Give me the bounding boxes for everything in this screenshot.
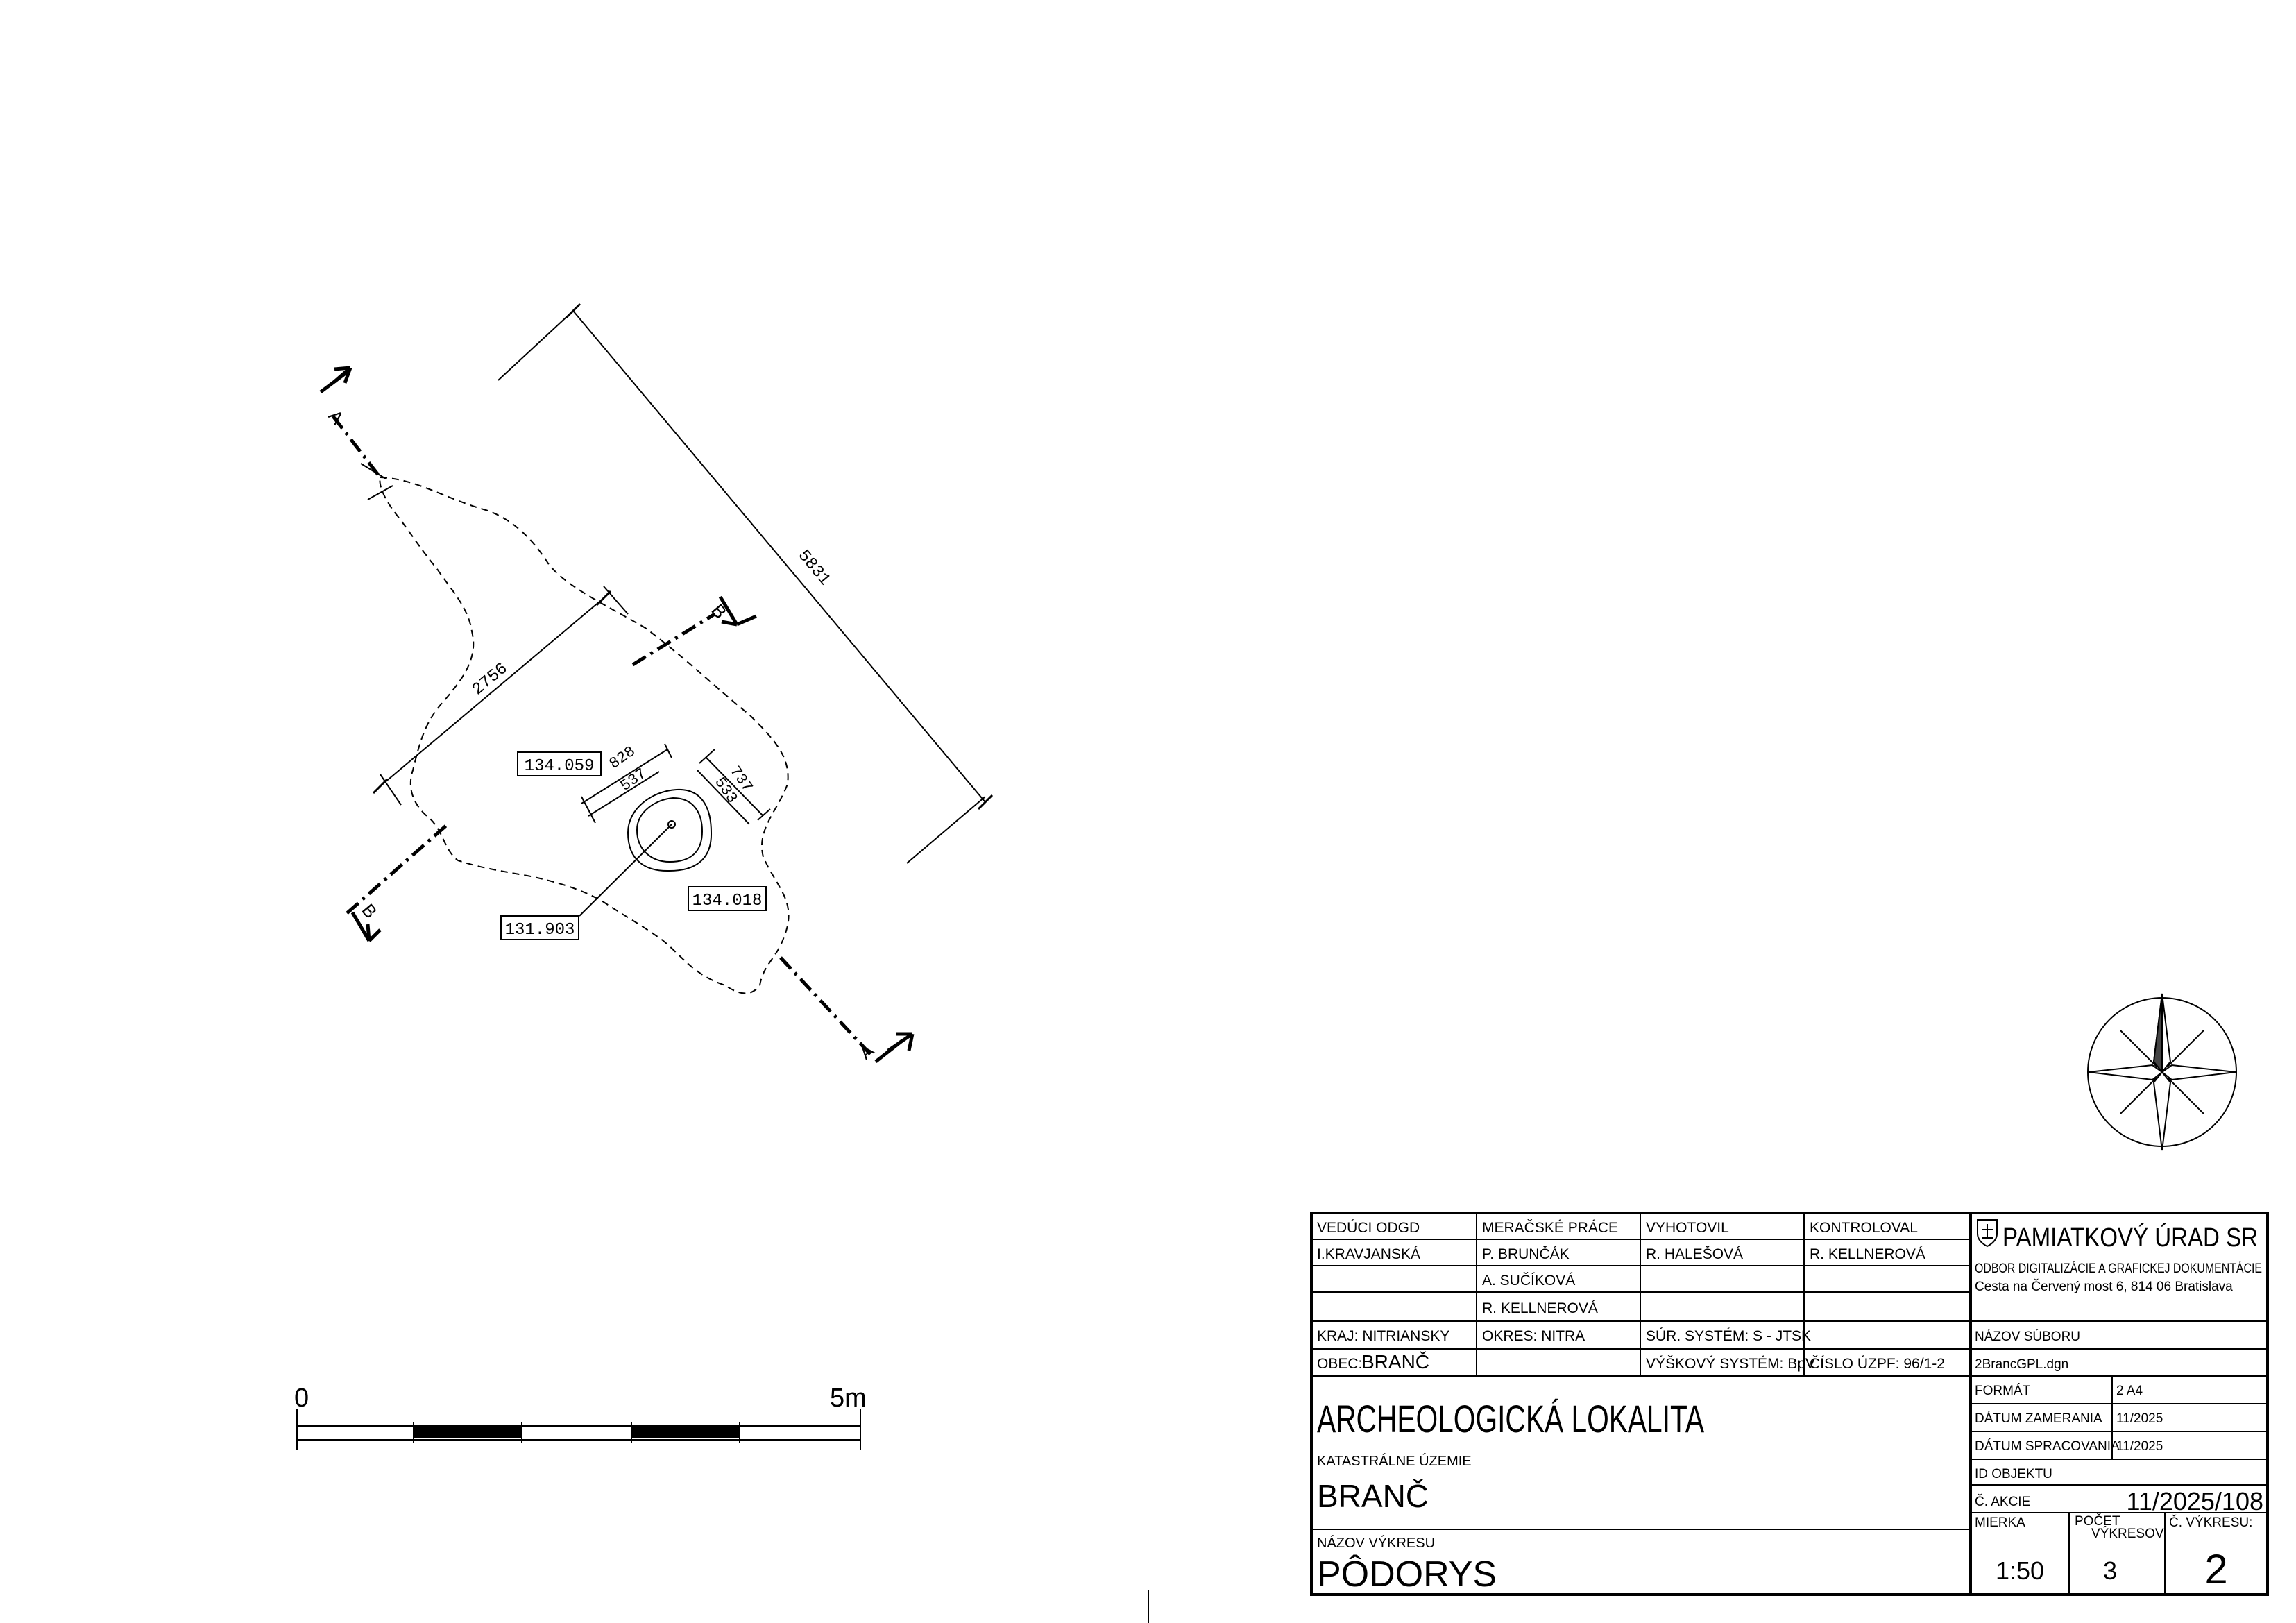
level-right: 134.018 [688, 886, 767, 911]
value-meracske: P. BRUNČÁK [1482, 1246, 1570, 1262]
site-outline [379, 476, 790, 994]
label-vyhotovil: VYHOTOVIL [1646, 1220, 1729, 1236]
format-value: 2 A4 [2116, 1384, 2143, 1398]
scale-bar: 0 5m [294, 1384, 867, 1450]
value-surveyor-3: R. KELLNEROVÁ [1482, 1300, 1598, 1316]
project-title: ARCHEOLOGICKÁ LOKALITA [1317, 1397, 1704, 1441]
office-emblem-icon [1977, 1219, 1998, 1248]
value-kontroloval: R. KELLNEROVÁ [1810, 1246, 1925, 1262]
label-veduci: VEDÚCI ODGD [1317, 1220, 1420, 1236]
datum-spracovania-value: 11/2025 [2116, 1439, 2163, 1454]
nazov-suboru-value: 2BrancGPL.dgn [1975, 1357, 2068, 1372]
level-top: 134.059 [517, 751, 602, 776]
scale-start-label: 0 [294, 1384, 309, 1413]
label-meracske: MERAČSKÉ PRÁCE [1482, 1220, 1618, 1236]
section-b-label-end: B [357, 900, 381, 923]
office-name: PAMIATKOVÝ ÚRAD SR [2002, 1223, 2258, 1252]
obec-label: OBEC: [1317, 1356, 1362, 1372]
katastralne-value: BRANČ [1317, 1478, 1429, 1514]
c-akcie-value: 11/2025/108 [2126, 1487, 2263, 1515]
dimension-pit-a: 828 537 [581, 743, 672, 824]
pit-inner-contour [636, 797, 704, 863]
value-surveyor-2: A. SUČÍKOVÁ [1482, 1273, 1575, 1289]
kraj: KRAJ: NITRIANSKY [1317, 1328, 1449, 1344]
mierka-value: 1:50 [1996, 1556, 2044, 1585]
pocet-value: 3 [2103, 1556, 2117, 1585]
level-bottom: 131.903 [500, 824, 672, 940]
vyskovy-system: VÝŠKOVÝ SYSTÉM: BpV [1646, 1356, 1815, 1372]
datum-spracovania-label: DÁTUM SPRACOVANIA [1975, 1439, 2120, 1454]
section-a-label-end: A [856, 1039, 878, 1064]
nazov-suboru-label: NÁZOV SÚBORU [1975, 1329, 2080, 1344]
katastralne-label: KATASTRÁLNE ÚZEMIE [1317, 1453, 1472, 1469]
c-akcie-label: Č. AKCIE [1975, 1494, 2030, 1509]
id-objektu-label: ID OBJEKTU [1975, 1467, 2052, 1481]
site-plan: 5831 2756 828 537 [319, 303, 994, 1064]
svg-text:134.059: 134.059 [525, 757, 595, 776]
value-veduci: I.KRAVJANSKÁ [1317, 1246, 1420, 1262]
cislo-uzpf: ČÍSLO ÚZPF: 96/1-2 [1810, 1356, 1945, 1372]
section-b-label-start: B [707, 600, 731, 623]
pit-outer-contour [627, 788, 713, 872]
section-a-label-start: A [324, 406, 348, 429]
sur-system: SÚR. SYSTÉM: S - JTSK [1646, 1328, 1811, 1344]
dimension-overall-label: 5831 [794, 547, 834, 589]
office-dept: ODBOR DIGITALIZÁCIE A GRAFICKEJ DOKUMENT… [1975, 1261, 2262, 1276]
north-arrow-icon [2087, 993, 2237, 1151]
scale-end-label: 5m [830, 1384, 867, 1413]
office-address: Cesta na Červený most 6, 814 06 Bratisla… [1975, 1279, 2233, 1294]
dimension-pit-a-outer-label: 828 [606, 743, 639, 773]
pit-center-point [667, 820, 676, 829]
nazov-vykresu-label: NÁZOV VÝKRESU [1317, 1535, 1435, 1551]
okres: OKRES: NITRA [1482, 1328, 1585, 1344]
pocet-label-1: POČET [2075, 1513, 2120, 1529]
label-kontroloval: KONTROLOVAL [1810, 1220, 1918, 1236]
format-label: FORMÁT [1975, 1384, 2031, 1398]
value-vyhotovil: R. HALEŠOVÁ [1646, 1246, 1743, 1262]
mierka-label: MIERKA [1975, 1515, 2025, 1530]
svg-text:134.018: 134.018 [692, 892, 763, 910]
datum-zamerania-label: DÁTUM ZAMERANIA [1975, 1411, 2102, 1426]
title-block: VEDÚCI ODGD MERAČSKÉ PRÁCE VYHOTOVIL KON… [1310, 1212, 2269, 1596]
obec-value: BRANČ [1361, 1351, 1429, 1373]
c-vykresu-value: 2 [2204, 1546, 2227, 1592]
svg-text:131.903: 131.903 [505, 921, 575, 940]
nazov-vykresu-value: PÔDORYS [1317, 1554, 1497, 1595]
datum-zamerania-value: 11/2025 [2116, 1411, 2163, 1426]
dimension-pit-a-inner-label: 537 [618, 765, 650, 795]
c-vykresu-label: Č. VÝKRESU: [2169, 1515, 2252, 1530]
pocet-label-2: VÝKRESOV [2091, 1527, 2164, 1541]
section-line-a: A A [319, 366, 915, 1064]
